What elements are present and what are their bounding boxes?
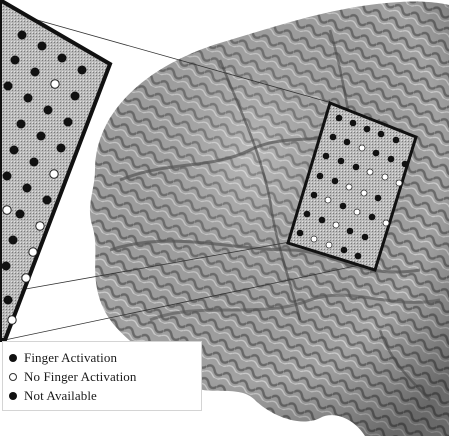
legend-label: No Finger Activation <box>24 369 137 385</box>
legend-item-finger-activation: Finger Activation <box>9 348 201 367</box>
filled-circle-icon <box>9 354 17 362</box>
legend-item-not-available: Not Available <box>9 386 201 405</box>
filled-circle-icon <box>9 392 17 400</box>
legend-label: Finger Activation <box>24 350 117 366</box>
inset-electrode-grid <box>0 0 110 340</box>
legend-label: Not Available <box>24 388 97 404</box>
legend: Finger Activation No Finger Activation N… <box>2 341 202 411</box>
legend-item-no-finger-activation: No Finger Activation <box>9 367 201 386</box>
open-circle-icon <box>9 373 17 381</box>
